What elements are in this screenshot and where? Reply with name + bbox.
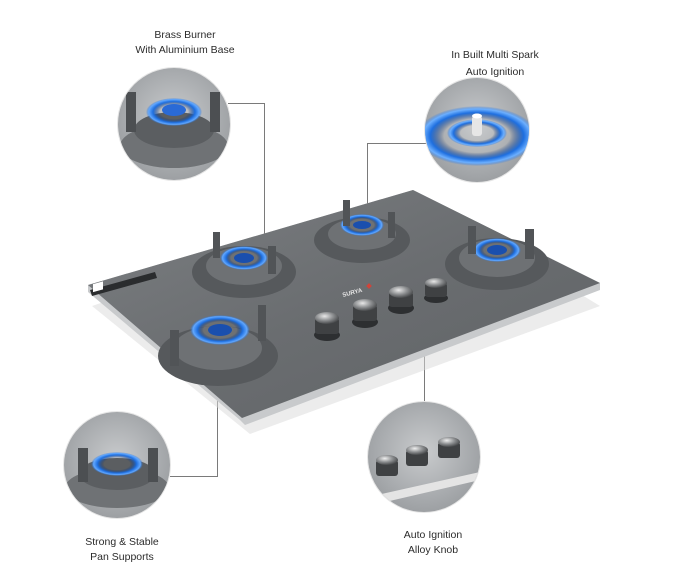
- connector-pan-supports-h: [170, 476, 218, 477]
- burner-right: [445, 226, 549, 290]
- connector-multi-spark-h: [367, 143, 429, 144]
- callout-pan-supports: [64, 412, 170, 518]
- label-line: Strong & Stable: [85, 536, 159, 548]
- knob-detail-1: [376, 455, 398, 476]
- label-line: Auto Ignition: [465, 66, 525, 78]
- label-line: Auto Ignition: [403, 529, 463, 541]
- connector-brass-burner-h: [228, 103, 265, 104]
- label-line: Alloy Knob: [407, 544, 459, 556]
- label-pan-supports: Strong & Stable Pan Supports: [62, 535, 182, 565]
- knob-2: [352, 299, 378, 328]
- label-line: Brass Burner: [154, 29, 216, 41]
- label-line: Pan Supports: [90, 551, 154, 563]
- connector-brass-burner-v: [264, 103, 265, 263]
- burner-back-left: [192, 232, 296, 298]
- label-multi-spark: In Built Multi Spark Auto Ignition: [425, 48, 565, 80]
- info-label: [90, 272, 157, 296]
- knob-4: [424, 278, 448, 303]
- burner-front-left: [158, 305, 278, 386]
- callout-alloy-knob: [368, 402, 480, 512]
- knob-detail-3: [438, 437, 460, 458]
- knob-detail-2: [406, 445, 428, 466]
- label-brass-burner: Brass Burner With Aluminium Base: [110, 28, 260, 58]
- label-alloy-knob: Auto Ignition Alloy Knob: [378, 528, 488, 558]
- connector-pan-supports-v: [217, 375, 218, 477]
- label-line: With Aluminium Base: [135, 44, 235, 56]
- brand-mark: SURYA: [342, 288, 364, 299]
- knob-3: [388, 286, 414, 314]
- knob-1: [314, 312, 340, 341]
- label-line: In Built Multi Spark: [451, 49, 539, 61]
- connector-multi-spark-v: [367, 143, 368, 218]
- callout-multi-spark: [425, 78, 529, 182]
- callout-brass-burner: [118, 68, 230, 180]
- burner-back-center: [314, 200, 410, 263]
